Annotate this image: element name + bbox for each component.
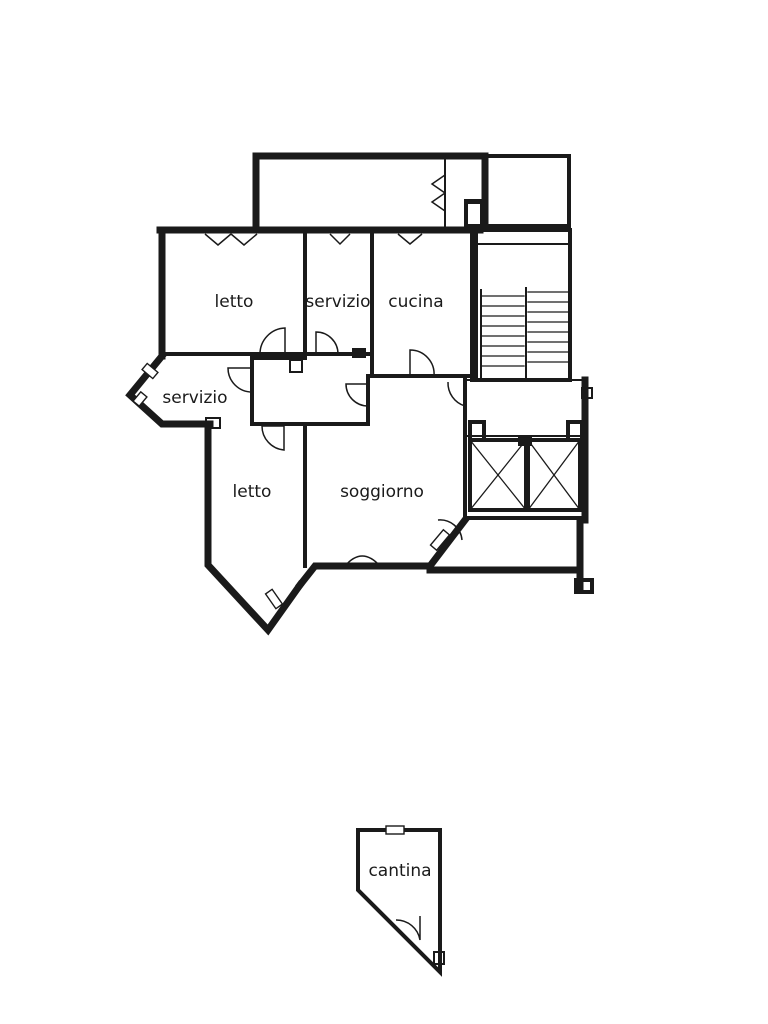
room-label-servizio-top: servizio bbox=[305, 292, 370, 312]
room-label-cucina: cucina bbox=[388, 292, 443, 312]
stair-steps bbox=[480, 291, 571, 367]
cantina-plan: cantina bbox=[356, 825, 445, 977]
room-label-soggiorno: soggiorno bbox=[340, 482, 424, 502]
doors bbox=[227, 327, 466, 541]
exterior-walls bbox=[125, 226, 594, 636]
room-label-letto-bottom: letto bbox=[233, 482, 272, 502]
room-labels: letto servizio cucina servizio letto sog… bbox=[162, 292, 443, 502]
windows bbox=[132, 233, 451, 610]
room-label-letto-top: letto bbox=[215, 292, 254, 312]
stairwell bbox=[465, 228, 593, 512]
room-label-servizio-left: servizio bbox=[162, 388, 227, 408]
upper-terrace bbox=[252, 152, 571, 232]
room-label-cantina: cantina bbox=[368, 861, 431, 881]
